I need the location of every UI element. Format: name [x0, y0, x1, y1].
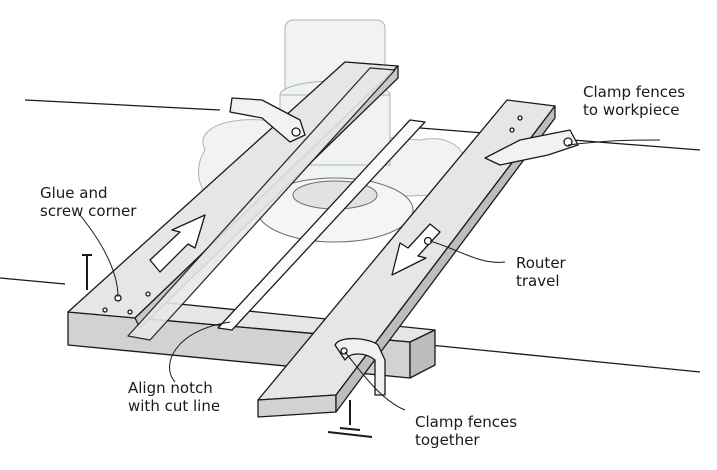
- c-clamp: [327, 337, 386, 438]
- arrow-down-icon: [391, 223, 441, 276]
- label-line: to workpiece: [583, 101, 680, 119]
- label-clamp-fences-together: Clamp fences together: [415, 413, 517, 449]
- label-glue-and-screw-corner: Glue and screw corner: [40, 184, 136, 220]
- label-line: with cut line: [128, 397, 221, 415]
- label-line: travel: [516, 272, 560, 290]
- label-line: Router: [516, 254, 566, 272]
- label-line: Glue and: [40, 184, 108, 202]
- screw-holes: [102, 115, 523, 315]
- label-line: Clamp fences: [583, 83, 686, 101]
- screw-icon: [82, 254, 92, 290]
- label-router-travel: Router travel: [516, 254, 566, 290]
- workpiece-edge-front: [0, 277, 701, 373]
- leader-lines: [79, 139, 661, 411]
- label-align-notch: Align notch with cut line: [128, 379, 220, 415]
- label-line: Clamp fences: [415, 413, 518, 431]
- label-line: screw corner: [40, 202, 137, 220]
- toggle-clamp-left: [229, 97, 306, 143]
- label-line: Align notch: [128, 379, 213, 397]
- label-clamp-fences-to-workpiece: Clamp fences to workpiece: [583, 83, 685, 119]
- label-line: together: [415, 431, 480, 449]
- arrow-up-icon: [149, 214, 206, 273]
- toggle-clamp-right: [484, 129, 579, 166]
- guide-strip: [127, 67, 426, 341]
